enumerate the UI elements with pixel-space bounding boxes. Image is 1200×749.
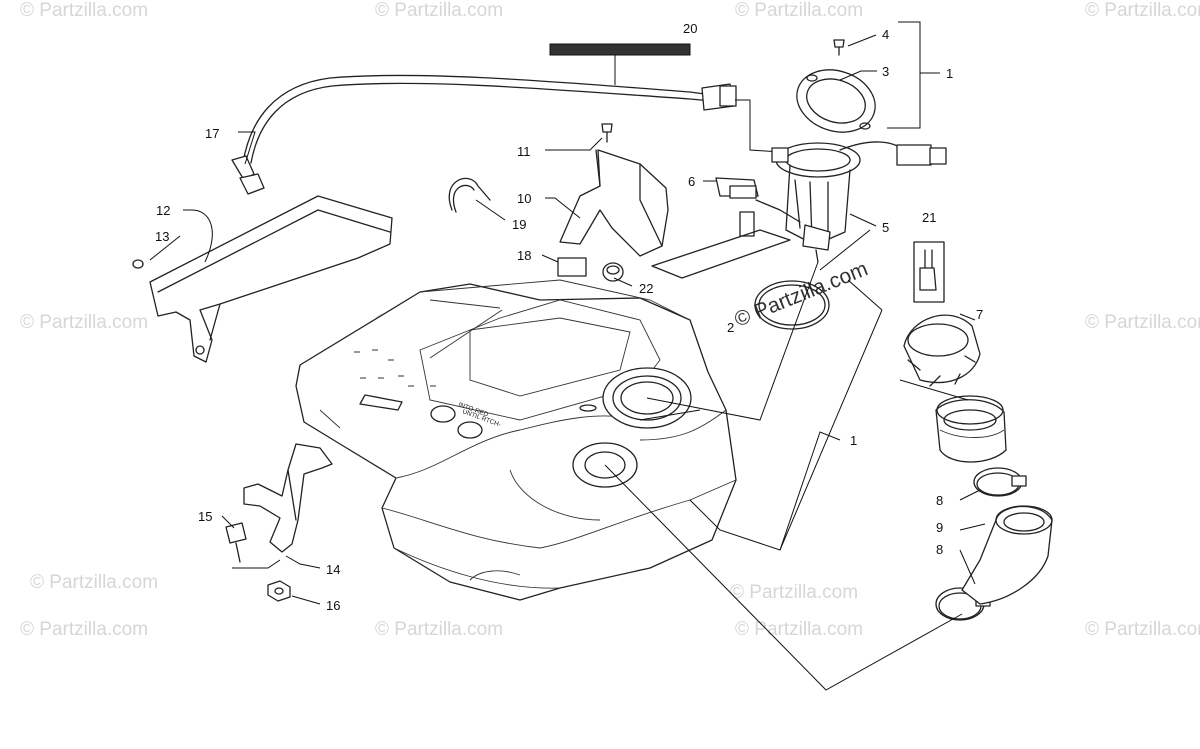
callout-12: 12 — [156, 203, 170, 218]
fuel-cap — [903, 314, 981, 387]
watermark: © Partzilla.com — [20, 619, 148, 640]
callout-16: 16 — [326, 598, 340, 613]
callout-6: 6 — [688, 174, 695, 189]
callout-5: 5 — [882, 220, 889, 235]
callout-1: 1 — [850, 433, 857, 448]
watermark: © Partzilla.com — [20, 312, 148, 333]
wire-connector — [913, 241, 945, 303]
callout-13: 13 — [155, 229, 169, 244]
watermark: © Partzilla.com — [30, 572, 158, 593]
filler-neck — [935, 395, 1007, 463]
callout-1: 1 — [946, 66, 953, 81]
watermark: © Partzilla.com — [1085, 619, 1200, 640]
watermark: © Partzilla.com — [1085, 312, 1200, 333]
heat-shield — [149, 195, 393, 363]
pump-screw — [833, 39, 845, 56]
hose-clip — [448, 177, 491, 213]
grommet — [602, 262, 624, 282]
fuel-pump-module — [771, 141, 947, 263]
watermarks: © Partzilla.com © Partzilla.com © Partzi… — [20, 0, 1200, 640]
watermark: © Partzilla.com — [735, 619, 863, 640]
callout-19: 19 — [512, 217, 526, 232]
shield-screw — [132, 259, 144, 269]
mount-nut — [267, 580, 291, 602]
watermark: © Partzilla.com — [375, 0, 503, 21]
leader-lines — [149, 21, 986, 691]
callout-11: 11 — [517, 144, 531, 159]
callout-18: 18 — [517, 248, 531, 263]
tank-mount-bracket — [243, 443, 333, 553]
fuel-hose — [231, 74, 737, 195]
callout-21: 21 — [922, 210, 936, 225]
foam-pad — [557, 257, 587, 277]
callout-17: 17 — [205, 126, 219, 141]
hose-clamp — [973, 467, 1027, 497]
callout-3: 3 — [882, 64, 889, 79]
center-watermark: © Partzilla.com — [731, 257, 871, 331]
watermark: © Partzilla.com — [20, 0, 148, 21]
watermark: © Partzilla.com — [1085, 0, 1200, 21]
callouts: 20 4 3 1 17 11 6 10 12 21 19 5 13 18 22 … — [155, 21, 983, 613]
callout-14: 14 — [326, 562, 340, 577]
watermark: © Partzilla.com — [735, 0, 863, 21]
pump-bracket — [559, 149, 669, 257]
pump-gasket — [796, 69, 876, 133]
callout-15: 15 — [198, 509, 212, 524]
callout-2: 2 — [727, 320, 734, 335]
callout-8: 8 — [936, 493, 943, 508]
callout-20: 20 — [683, 21, 697, 36]
callout-4: 4 — [882, 27, 889, 42]
pump-seal-ring — [754, 280, 830, 330]
bracket-bolt — [601, 123, 613, 143]
watermark: © Partzilla.com — [730, 582, 858, 603]
mount-bolt — [225, 522, 247, 563]
watermark: © Partzilla.com — [375, 619, 503, 640]
fuel-tank — [295, 279, 737, 601]
callout-7: 7 — [976, 307, 983, 322]
hose-sleeve — [549, 43, 691, 85]
callout-22: 22 — [639, 281, 653, 296]
callout-9: 9 — [936, 520, 943, 535]
filler-hose — [961, 505, 1053, 605]
callout-10: 10 — [517, 191, 531, 206]
fuel-level-sender — [651, 177, 801, 279]
callout-8: 8 — [936, 542, 943, 557]
